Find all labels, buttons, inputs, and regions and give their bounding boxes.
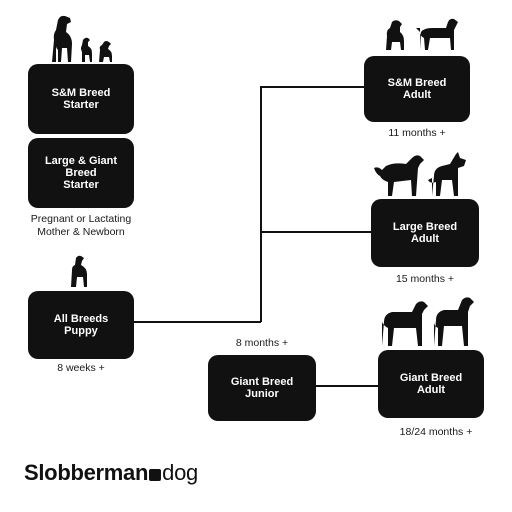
- large-adult-age-caption: 15 months +: [395, 273, 455, 285]
- all-breeds-puppy-label: All Breeds Puppy: [53, 313, 109, 337]
- connector-trunk-vertical: [260, 86, 262, 322]
- connector-junior-adult: [316, 385, 378, 387]
- brand-name-part1: Slobberman: [24, 460, 149, 485]
- large-giant-breed-starter-box: Large & Giant Breed Starter: [28, 138, 134, 208]
- sm-breed-starter-box: S&M Breed Starter: [28, 64, 134, 134]
- junior-age-caption: 8 months +: [235, 337, 289, 349]
- puppy-age-caption: 8 weeks +: [57, 362, 105, 374]
- large-breed-adult-box: Large Breed Adult: [371, 199, 479, 267]
- giant-breed-junior-box: Giant Breed Junior: [208, 355, 316, 421]
- dog-icon: [71, 255, 87, 287]
- giant-adult-age-caption: 18/24 months +: [399, 426, 473, 438]
- large-dogs-icon: [374, 152, 466, 196]
- sm-breed-adult-label: S&M Breed Adult: [387, 77, 447, 101]
- brand-logo: Slobberman dog: [24, 460, 198, 486]
- connector-sm-adult: [260, 86, 364, 88]
- giant-breed-junior-label: Giant Breed Junior: [230, 376, 294, 400]
- large-breed-adult-label: Large Breed Adult: [392, 221, 458, 245]
- giant-dogs-icon: [382, 297, 474, 346]
- connector-large-adult: [260, 231, 371, 233]
- sm-breed-adult-box: S&M Breed Adult: [364, 56, 470, 122]
- giant-breed-adult-label: Giant Breed Adult: [399, 372, 463, 396]
- brand-mark-icon: [149, 469, 162, 481]
- pregnant-lactating-caption: Pregnant or Lactating Mother & Newborn: [30, 213, 132, 238]
- sm-adult-age-caption: 11 months +: [388, 127, 446, 139]
- brand-name-part2: dog: [162, 460, 198, 485]
- all-breeds-puppy-box: All Breeds Puppy: [28, 291, 134, 359]
- giant-breed-adult-box: Giant Breed Adult: [378, 350, 484, 418]
- sm-breed-starter-label: S&M Breed Starter: [51, 87, 111, 111]
- dog-group-icon: [52, 15, 112, 62]
- connector-puppy-horizontal: [134, 321, 261, 323]
- large-giant-breed-starter-label: Large & Giant Breed Starter: [44, 155, 118, 191]
- small-dogs-icon: [386, 18, 458, 50]
